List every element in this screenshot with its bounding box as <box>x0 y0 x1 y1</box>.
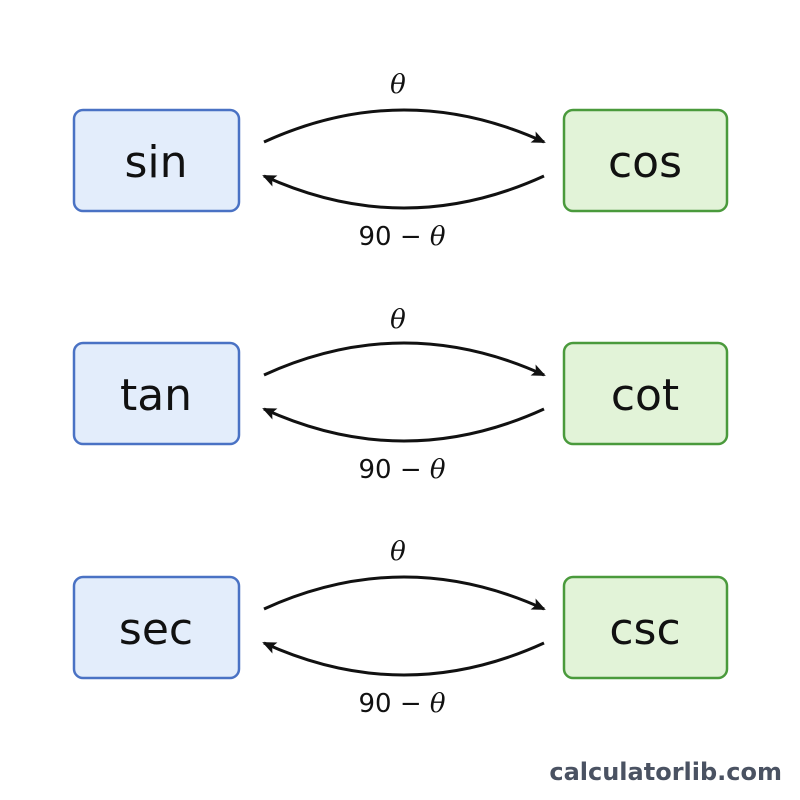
forward-arrow-sec-csc <box>263 575 546 611</box>
label-csc: csc <box>609 604 680 655</box>
pair-row-2: tan cot θ 90 − θ <box>72 305 729 485</box>
label-cos: cos <box>608 137 682 188</box>
label-tan: tan <box>120 370 192 421</box>
label-cot: cot <box>611 370 679 421</box>
back-arrow-csc-sec <box>262 641 545 677</box>
box-cot <box>562 341 729 446</box>
label-sin: sin <box>124 137 187 188</box>
forward-label-theta: θ <box>390 305 406 335</box>
forward-arrow-sin-cos <box>263 108 546 144</box>
back-arrow-cot-tan <box>262 407 545 443</box>
back-label-complement: 90 − θ <box>358 455 445 485</box>
watermark-text: calculatorlib.com <box>549 758 782 786</box>
back-arrow-cos-sin <box>262 174 545 210</box>
box-sec <box>72 575 241 680</box>
box-csc <box>562 575 729 680</box>
back-label-complement: 90 − θ <box>358 222 445 252</box>
forward-arrow-tan-cot <box>263 341 546 377</box>
pair-row-3: sec csc θ 90 − θ <box>72 537 729 719</box>
label-sec: sec <box>119 604 193 655</box>
box-cos <box>562 108 729 213</box>
forward-label-theta: θ <box>390 70 406 100</box>
box-sin <box>72 108 241 213</box>
back-label-complement: 90 − θ <box>358 689 445 719</box>
pair-row-1: sin cos θ 90 − θ <box>72 70 729 252</box>
box-tan <box>72 341 241 446</box>
forward-label-theta: θ <box>390 537 406 567</box>
